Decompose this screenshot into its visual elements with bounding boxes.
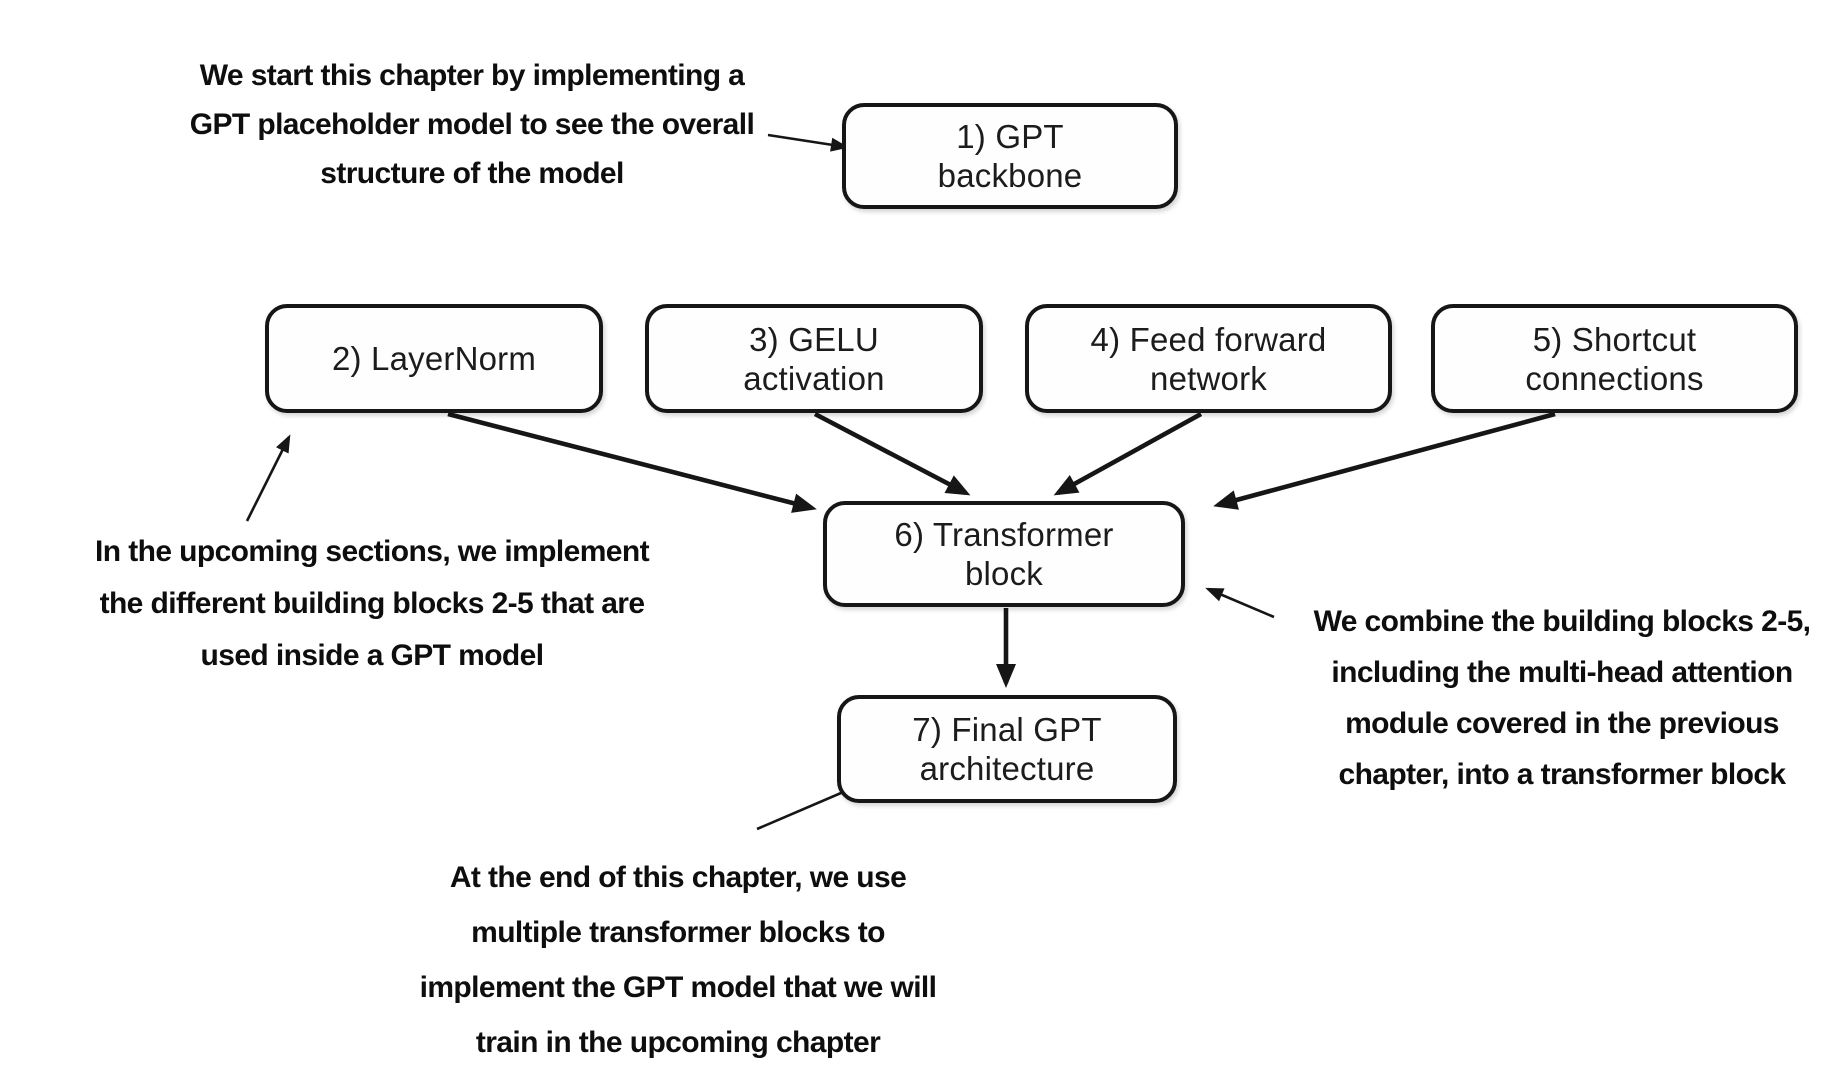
- annotation-intro-line: GPT placeholder model to see the overall: [189, 108, 755, 141]
- node-layernorm: 2) LayerNorm: [265, 304, 603, 413]
- arrow-blocks-note-to-layernorm: [245, 434, 291, 522]
- annotation-intro-line: We start this chapter by implementing a: [199, 59, 745, 92]
- node-label-line: 4) Feed forward: [1090, 320, 1327, 358]
- node-label-line: block: [964, 555, 1044, 592]
- arrow-combine-note-to-transformer-block: [1205, 587, 1275, 619]
- annotation-building-blocks: In the upcoming sections, we implement t…: [72, 526, 672, 682]
- node-shortcut-connections: 5) Shortcut connections: [1431, 304, 1798, 413]
- annotation-intro: We start this chapter by implementing a …: [152, 51, 792, 198]
- arrow-gelu-to-transformer-block: [813, 411, 971, 496]
- node-label-line: connections: [1525, 359, 1704, 397]
- arrow-shortcut-to-transformer-block: [1213, 411, 1556, 510]
- annotation-combine-line: including the multi-head attention: [1331, 656, 1793, 689]
- arrow-feed-forward-to-transformer-block: [1053, 411, 1203, 496]
- annotation-combine-line: We combine the building blocks 2-5,: [1313, 605, 1811, 638]
- annotation-end-of-chapter: At the end of this chapter, we use multi…: [398, 850, 958, 1070]
- node-label-line: 2) LayerNorm: [331, 340, 537, 377]
- annotation-building-blocks-line: used inside a GPT model: [200, 639, 545, 672]
- node-feed-forward-network: 4) Feed forward network: [1025, 304, 1392, 413]
- arrow-layernorm-to-transformer-block: [447, 411, 817, 513]
- node-label-line: network: [1150, 359, 1267, 397]
- annotation-end-of-chapter-line: multiple transformer blocks to: [471, 916, 885, 949]
- node-gpt-backbone: 1) GPT backbone: [842, 103, 1178, 209]
- node-label-line: 1) GPT: [956, 118, 1064, 155]
- annotation-end-of-chapter-line: train in the upcoming chapter: [475, 1026, 881, 1059]
- node-label-line: 7) Final GPT: [912, 711, 1102, 748]
- node-transformer-block: 6) Transformer block: [823, 501, 1185, 607]
- annotation-end-of-chapter-line: implement the GPT model that we will: [419, 971, 937, 1004]
- node-label-line: backbone: [937, 157, 1083, 194]
- node-label-line: architecture: [919, 750, 1095, 787]
- node-label-line: 6) Transformer: [894, 516, 1114, 553]
- annotation-end-of-chapter-line: At the end of this chapter, we use: [449, 861, 907, 894]
- annotation-intro-line: structure of the model: [320, 157, 624, 190]
- annotation-combine-line: chapter, into a transformer block: [1338, 758, 1787, 791]
- node-label-line: activation: [743, 359, 885, 397]
- annotation-combine-line: module covered in the previous: [1345, 707, 1779, 740]
- node-label-line: 3) GELU: [749, 320, 879, 358]
- annotation-building-blocks-line: the different building blocks 2-5 that a…: [99, 587, 645, 620]
- node-label-line: 5) Shortcut: [1532, 320, 1697, 358]
- node-gelu-activation: 3) GELU activation: [645, 304, 983, 413]
- annotation-building-blocks-line: In the upcoming sections, we implement: [95, 535, 650, 568]
- node-final-gpt-architecture: 7) Final GPT architecture: [837, 695, 1177, 803]
- arrow-intro-to-gpt-backbone: [767, 133, 849, 152]
- annotation-combine: We combine the building blocks 2-5, incl…: [1288, 596, 1836, 800]
